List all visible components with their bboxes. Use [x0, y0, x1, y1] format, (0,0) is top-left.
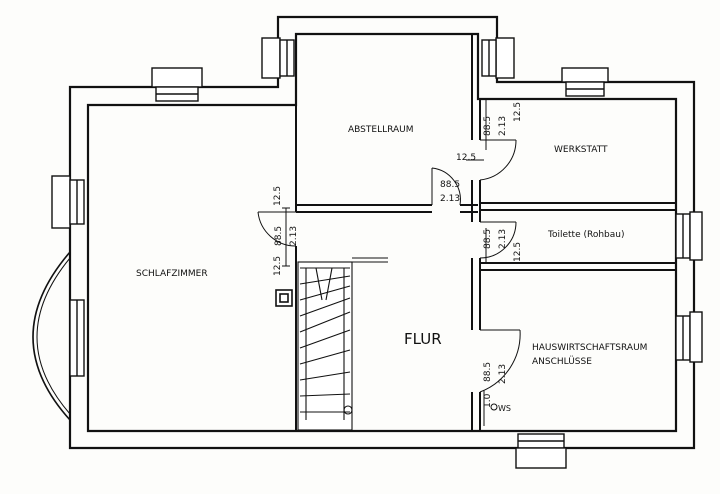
dim-abstellraum-door-width: 88.5 [440, 180, 460, 190]
windows [51, 37, 703, 469]
dim-schlafzimmer-door-width: 88.5 [274, 226, 284, 246]
dim-hauswirtschaft-door-width: 88.5 [483, 362, 493, 382]
dim-schlafzimmer-parapet-bottom: 12.5 [273, 256, 283, 276]
dim-abstellraum-parapet: 12.5 [456, 153, 476, 163]
label-schlafzimmer: SCHLAFZIMMER [136, 269, 208, 279]
dim-toilette-door-width: 88.5 [483, 229, 493, 249]
dim-schlafzimmer-door-height: 2.13 [289, 226, 299, 246]
chimney [275, 289, 293, 307]
label-flur: FLUR [404, 330, 442, 348]
dim-abstellraum-door-height: 2.13 [440, 194, 460, 204]
label-hauswirtschaftsraum: HAUSWIRTSCHAFTSRAUM [532, 343, 647, 353]
label-toilette: Toilette (Rohbau) [547, 230, 624, 240]
dim-werkstatt-door-height: 2.13 [498, 116, 508, 136]
dim-werkstatt-door-width: 88.5 [483, 116, 493, 136]
interior-walls [295, 34, 676, 431]
label-abstellraum: ABSTELLRAUM [348, 125, 414, 135]
dim-toilette-door-height: 2.13 [498, 229, 508, 249]
staircase [297, 257, 388, 431]
dimension-ticks [282, 100, 487, 426]
dim-ws-height: 1.0 [483, 393, 493, 408]
label-anschluesse: ANSCHLÜSSE [532, 356, 592, 367]
ws-symbol [490, 403, 498, 411]
dim-hauswirtschaft-door-height: 2.13 [498, 364, 508, 384]
dim-werkstatt-parapet: 12.5 [513, 102, 523, 122]
ws-label: WS [498, 404, 511, 413]
bay-window-arc [32, 251, 71, 421]
dim-schlafzimmer-parapet-top: 12.5 [273, 186, 283, 206]
dim-toilette-parapet: 12.5 [513, 242, 523, 262]
label-werkstatt: WERKSTATT [554, 145, 608, 155]
